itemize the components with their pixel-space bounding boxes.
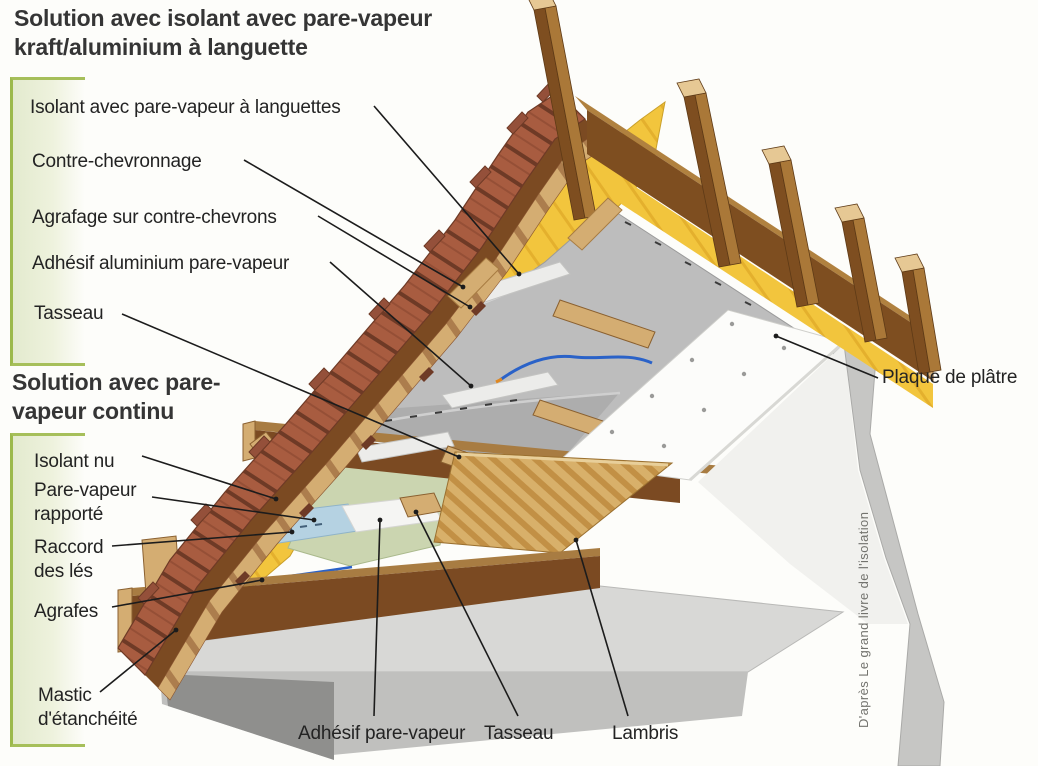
label-mastic-line2: d'étanchéité [38, 709, 138, 730]
label-isolant-nu: Isolant nu [34, 451, 115, 472]
label-raccord-line2: des lés [34, 561, 93, 582]
section1-title-line1: Solution avec isolant avec pare-vapeur [14, 5, 433, 31]
label-tasseau-bottom: Tasseau [484, 723, 554, 744]
concrete-slab [132, 585, 845, 760]
section1-bracket [10, 77, 85, 366]
label-adhesif-aluminium: Adhésif aluminium pare-vapeur [32, 253, 290, 274]
label-raccord-line1: Raccord [34, 537, 104, 558]
roof-tiles-band [117, 79, 586, 676]
batten-cleats [235, 301, 486, 586]
lambris-panel [433, 451, 674, 554]
leader-dots [173, 271, 779, 633]
section2-title: Solution avec pare- vapeur continu [12, 368, 221, 426]
label-adhesif-pare-vapeur: Adhésif pare-vapeur [298, 723, 466, 744]
section1-title-line2: kraft/aluminium à languette [14, 34, 308, 60]
contre-chevrons [447, 197, 623, 309]
section1-title: Solution avec isolant avec pare-vapeur k… [14, 4, 432, 62]
label-lambris: Lambris [612, 723, 679, 744]
label-contre-chevronnage: Contre-chevronnage [32, 151, 202, 172]
label-tasseau-top: Tasseau [34, 303, 104, 324]
label-plaque-de-platre: Plaque de plâtre [882, 367, 1018, 388]
section2-title-line1: Solution avec pare- [12, 369, 221, 395]
masonry-wall [698, 343, 945, 766]
rafters [528, 0, 942, 375]
label-agrafes: Agrafes [34, 601, 99, 622]
electric-cable [495, 354, 653, 384]
insulation-sliver [592, 158, 933, 408]
label-agrafage: Agrafage sur contre-chevrons [32, 207, 277, 228]
screw-dots [609, 321, 787, 449]
section2-bracket [10, 433, 85, 747]
label-mastic-line1: Mastic [38, 685, 92, 706]
label-isolant-languettes: Isolant avec pare-vapeur à languettes [30, 97, 341, 118]
label-pare-vapeur-line1: Pare-vapeur [34, 480, 137, 501]
credit-text: D'après Le grand livre de l'isolation [856, 511, 871, 728]
label-pare-vapeur-line2: rapporté [34, 504, 104, 525]
leader-lines [99, 105, 879, 717]
section2-title-line2: vapeur continu [12, 398, 175, 424]
tile-steps [137, 79, 559, 605]
